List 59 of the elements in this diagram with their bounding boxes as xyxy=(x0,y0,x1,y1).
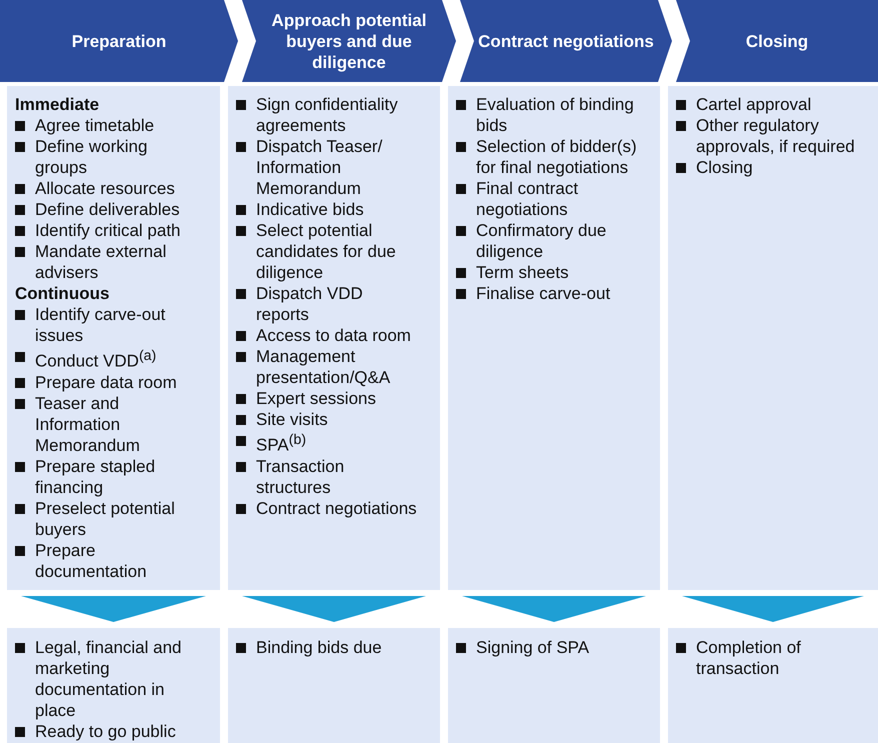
down-arrow xyxy=(462,596,646,622)
bullet-item: Dispatch VDD reports xyxy=(236,283,418,325)
bullet-item: Preselect potential buyers xyxy=(15,498,198,540)
stage-title: Approach potential buyers and due diligence xyxy=(270,10,428,72)
bullet-item: Final contract negotiations xyxy=(456,178,638,220)
bullet-item: Management presentation/Q&A xyxy=(236,346,418,388)
activity-panel xyxy=(7,86,220,590)
milestone-panel xyxy=(7,628,220,743)
activity-panel xyxy=(228,86,440,590)
stage-banner xyxy=(0,0,238,82)
milestone-panel xyxy=(448,628,660,743)
bullet-item: Binding bids due xyxy=(236,637,418,658)
stage-title: Contract negotiations xyxy=(477,30,655,52)
bullet-item: Define working groups xyxy=(15,136,198,178)
bullet-item: Mandate external advisers xyxy=(15,241,198,283)
bullet-item: Other regulatory approvals, if required xyxy=(676,115,856,157)
bullet-item: Identify carve-out issues xyxy=(15,304,198,346)
milestone-panel xyxy=(668,628,878,743)
stage-title: Closing xyxy=(744,30,810,52)
milestone-panel xyxy=(228,628,440,743)
bullet-item: SPA$^{(b)}$ xyxy=(236,430,418,456)
bullet-item: Selection of bidder(s) for final negotiations xyxy=(456,136,638,178)
bullet-item: Prepare stapled financing xyxy=(15,456,198,498)
bullet-item: Ready to go public xyxy=(15,721,198,742)
bullet-item: Cartel approval xyxy=(676,94,856,115)
down-arrow xyxy=(21,596,206,622)
bullet-item: Prepare documentation xyxy=(15,540,198,582)
bullet-item: Evaluation of binding bids xyxy=(456,94,638,136)
bullet-item: Finalise carve-out xyxy=(456,283,638,304)
bullet-item: Contract negotiations xyxy=(236,498,418,519)
bullet-item: Signing of SPA xyxy=(456,637,638,658)
bullet-item: Define deliverables xyxy=(15,199,198,220)
bullet-item: Identify critical path xyxy=(15,220,198,241)
bullet-item: Access to data room xyxy=(236,325,418,346)
bullet-item: Completion of transaction xyxy=(676,637,856,679)
stage-banner xyxy=(676,0,878,82)
bullet-item: Sign confidentiality agreements xyxy=(236,94,418,136)
bullet-item: Confirmatory due diligence xyxy=(456,220,638,262)
bullet-item: Prepare data room xyxy=(15,372,198,393)
bullet-item: Transaction structures xyxy=(236,456,418,498)
down-arrow xyxy=(242,596,426,622)
stage-title: Preparation xyxy=(70,30,168,52)
bullet-item: Expert sessions xyxy=(236,388,418,409)
bullet-item: Agree timetable xyxy=(15,115,198,136)
bullet-item: Teaser and Information Memorandum xyxy=(15,392,198,456)
section-heading: Immediate xyxy=(15,94,100,115)
bullet-item: Legal, financial and marketing documentation in place xyxy=(15,637,198,721)
bullet-item: Conduct VDD$^{(a)}$ xyxy=(15,346,198,372)
bullet-item: Term sheets xyxy=(456,262,638,283)
bullet-item: Select potential candidates for due diligence xyxy=(236,220,418,283)
bullet-item: Closing xyxy=(676,157,856,178)
bullet-item: Dispatch Teaser/ Information Memorandum xyxy=(236,136,418,199)
activity-panel xyxy=(668,86,878,590)
activity-panel xyxy=(448,86,660,590)
down-arrow xyxy=(682,596,864,622)
section-heading: Continuous xyxy=(15,283,110,304)
bullet-item: Allocate resources xyxy=(15,178,198,199)
bullet-item: Site visits xyxy=(236,409,418,430)
bullet-item: Indicative bids xyxy=(236,199,418,220)
